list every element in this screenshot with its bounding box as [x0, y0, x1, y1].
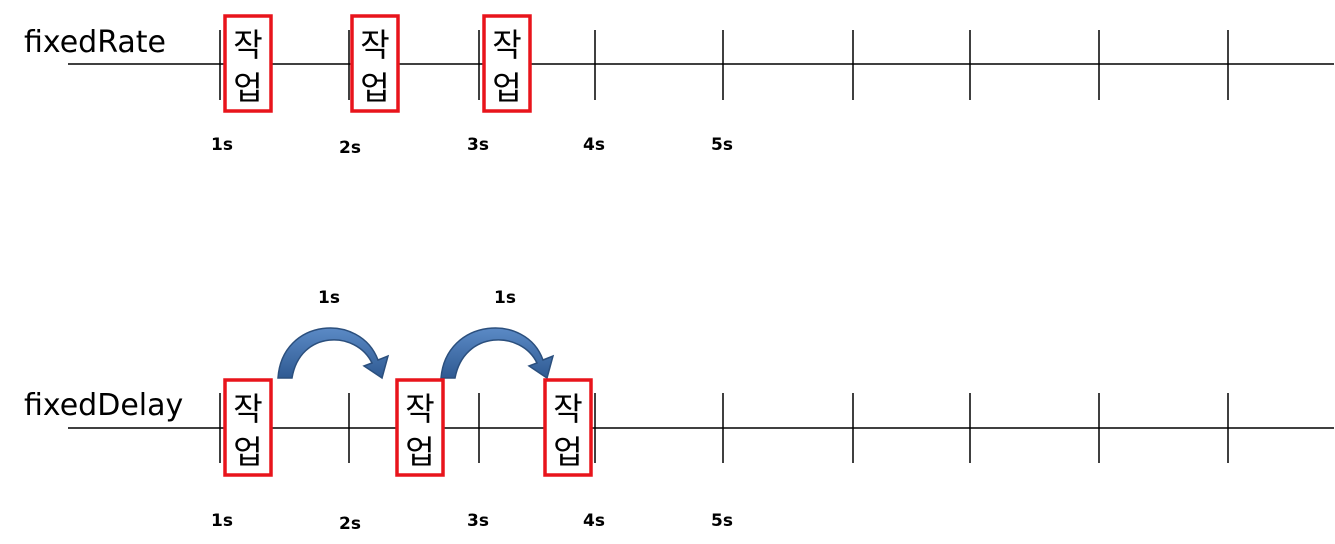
task-label-bottom: 업: [233, 433, 262, 471]
task-label-top: 작: [360, 26, 389, 64]
delay-arrow-icon: [440, 327, 555, 380]
task-label-bottom: 업: [360, 69, 389, 107]
task-label-top: 작: [553, 390, 582, 428]
fixed-delay-tick-label: 1s: [211, 511, 233, 531]
fixed-rate-tick-label: 2s: [339, 138, 361, 158]
fixed-delay-task-box: 작 업: [395, 378, 445, 477]
task-label-top: 작: [233, 26, 262, 64]
fixed-delay-timeline: fixedDelay 1s 1s 작 업: [24, 288, 1334, 534]
fixed-rate-tick-label: 1s: [211, 135, 233, 155]
delay-label: 1s: [494, 288, 516, 308]
fixed-delay-ticks: [219, 393, 1229, 463]
fixed-delay-tick-label: 5s: [711, 511, 733, 531]
fixed-rate-task-box: 작 업: [350, 14, 400, 113]
fixed-rate-tick-label: 5s: [711, 135, 733, 155]
fixed-rate-ticks: [219, 30, 1229, 100]
task-label-bottom: 업: [492, 69, 521, 107]
fixed-delay-tick-label: 2s: [339, 514, 361, 534]
fixed-delay-title: fixedDelay: [24, 388, 183, 423]
task-label-bottom: 업: [405, 433, 434, 471]
fixed-delay-task-box: 작 업: [543, 378, 593, 477]
fixed-delay-tick-label: 3s: [467, 511, 489, 531]
task-label-bottom: 업: [233, 69, 262, 107]
fixed-rate-task-box: 작 업: [223, 14, 273, 113]
task-label-top: 작: [233, 390, 262, 428]
task-label-top: 작: [405, 390, 434, 428]
delay-label: 1s: [318, 288, 340, 308]
fixed-delay-task-box: 작 업: [223, 378, 273, 477]
fixed-rate-tick-label: 3s: [467, 135, 489, 155]
fixed-rate-title: fixedRate: [24, 25, 166, 60]
delay-arrow-icon: [277, 327, 390, 380]
fixed-rate-task-box: 작 업: [482, 14, 532, 113]
task-label-top: 작: [492, 26, 521, 64]
fixed-delay-tick-label: 4s: [583, 511, 605, 531]
fixed-rate-timeline: fixedRate 작 업 작 업 작 업: [24, 14, 1334, 158]
fixed-rate-tick-label: 4s: [583, 135, 605, 155]
task-label-bottom: 업: [553, 433, 582, 471]
